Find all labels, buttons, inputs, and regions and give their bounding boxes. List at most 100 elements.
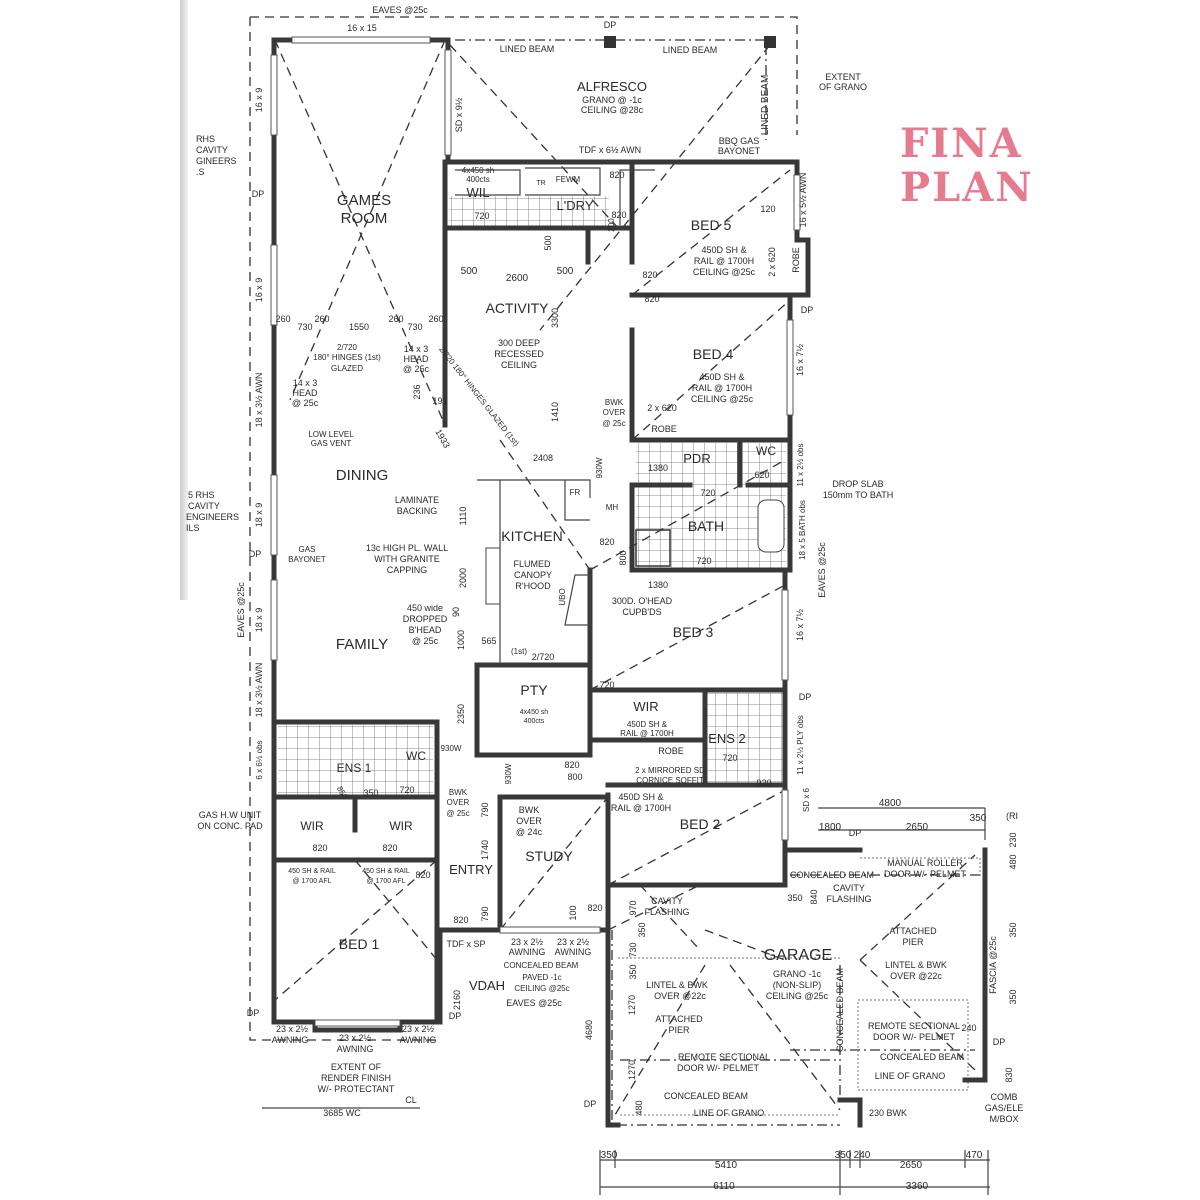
plan-annotation: 2408 — [533, 453, 553, 463]
plan-annotation: 820 — [415, 870, 430, 880]
plan-annotation: 150mm TO BATH — [823, 490, 894, 500]
plan-annotation: 500 — [461, 266, 478, 277]
plan-annotation: REMOTE SECTIONAL — [678, 1052, 770, 1062]
plan-annotation: @ 1700 AFL — [292, 878, 331, 885]
plan-annotation: 260 — [275, 314, 290, 324]
plan-annotation: 800 — [618, 550, 628, 565]
window-awning-front — [499, 926, 601, 934]
room-label: ROOM — [341, 210, 388, 227]
plan-annotation: CONCEALED BEAM — [880, 1052, 964, 1062]
plan-annotation: CONCEALED BEAM — [790, 870, 874, 880]
plan-annotation: 720 — [696, 556, 711, 566]
plan-annotation: 11 x 2½ obs — [796, 444, 805, 487]
plan-annotation: TDF x 6½ AWN — [579, 145, 641, 155]
window-bay-bed1 — [314, 1019, 401, 1027]
plan-annotation: EAVES @25c — [372, 5, 428, 15]
plan-annotation: ROBE — [658, 746, 684, 756]
plan-annotation: RAIL @ 1700H — [694, 256, 754, 266]
plan-annotation: OVER — [603, 408, 626, 417]
plan-annotation: 565 — [481, 636, 496, 646]
eaves-line — [249, 16, 798, 1041]
plan-annotation: 3300 — [550, 308, 560, 328]
plan-annotation: DP — [801, 305, 814, 315]
plan-annotation: CEILING @25c — [514, 984, 569, 993]
plan-annotation: DOOR W/- PELMET — [677, 1063, 760, 1073]
room-label: DINING — [336, 467, 389, 484]
plan-annotation: COMB — [991, 1092, 1018, 1102]
plan-annotation: 450D SH & — [701, 245, 746, 255]
plan-annotation: 820 — [611, 210, 626, 220]
plan-annotation: BWK — [605, 398, 624, 407]
plan-annotation: 5410 — [715, 1160, 738, 1171]
plan-annotation: 2 x 620 — [647, 403, 677, 413]
plan-annotation: @ 25c — [602, 419, 625, 428]
window-16x5-5 — [793, 174, 801, 231]
room-label: GARAGE — [764, 947, 832, 964]
plan-annotation: 820 — [564, 760, 579, 770]
plan-annotation: 720 — [722, 753, 737, 763]
plan-annotation: RHS — [196, 134, 215, 144]
plan-annotation: ATTACHED — [655, 1014, 703, 1024]
plan-annotation: 1740 — [480, 840, 490, 860]
plan-annotation: PIER — [902, 937, 924, 947]
plan-annotation: 1380 — [648, 463, 668, 473]
plan-annotation: 790 — [480, 906, 490, 921]
plan-annotation: AWNING — [555, 947, 592, 957]
plan-annotation: BAYONET — [718, 146, 761, 156]
plan-annotation: 23 x 2½ — [402, 1024, 435, 1034]
plan-annotation: 450 SH & RAIL — [362, 868, 410, 875]
plan-annotation: 480 — [634, 1100, 644, 1115]
room-label: BED 4 — [693, 346, 734, 362]
plan-annotation: 6 x 6½ obs — [255, 740, 264, 779]
plan-annotation: @ 24c — [516, 827, 543, 837]
dimension-lines — [262, 807, 990, 1195]
plan-annotation: (1st) — [511, 647, 527, 656]
plan-annotation: GRANO -1c — [773, 969, 822, 979]
plan-annotation: 830 — [1004, 1067, 1014, 1082]
plan-annotation: RAIL @ 1700H — [611, 803, 671, 813]
plan-annotation: CANOPY — [514, 570, 552, 580]
plan-annotation: CAVITY — [651, 896, 683, 906]
window-16x7-5-b — [781, 589, 789, 681]
room-label: WIR — [300, 819, 324, 833]
plan-annotation: 90 — [451, 607, 461, 617]
plan-annotation: CAVITY — [188, 501, 220, 511]
plan-annotation: BACKING — [397, 506, 438, 516]
window-16x7-5-a — [786, 319, 794, 416]
room-label: WC — [756, 444, 776, 458]
plan-annotation: 23 x 2½ — [557, 937, 590, 947]
plan-annotation: CEILING @25c — [693, 267, 756, 277]
plan-annotation: B'HEAD — [409, 625, 442, 635]
plan-annotation: 920 — [756, 778, 771, 788]
plan-annotation: 1110 — [458, 507, 468, 526]
plan-annotation: OF GRANO — [819, 82, 867, 92]
plan-annotation: BWK — [449, 788, 468, 797]
plan-annotation: 400cts — [524, 718, 545, 725]
plan-annotation: 18 x 9 — [254, 608, 264, 633]
plan-annotation: M/BOX — [989, 1114, 1018, 1124]
plan-annotation: 730 — [628, 942, 638, 957]
room-label: VDAH — [469, 978, 505, 993]
plan-annotation: 2/720 — [337, 343, 358, 352]
plan-annotation: DP — [584, 1099, 597, 1109]
plan-annotation: 820 — [382, 843, 397, 853]
plan-annotation: EAVES @25c — [817, 542, 827, 598]
plan-annotation: OVER @22c — [654, 991, 706, 1001]
walls — [271, 37, 988, 1128]
plan-annotation: 260 — [428, 314, 443, 324]
plan-annotation: PAVED -1c — [522, 973, 561, 982]
room-label: PDR — [683, 451, 710, 466]
plan-annotation: ENGINEERS — [186, 512, 239, 522]
plan-annotation: HEAD — [403, 354, 429, 364]
window-16x15 — [291, 36, 431, 44]
room-label: ENTRY — [449, 862, 493, 877]
room-label: KITCHEN — [501, 528, 562, 544]
plan-annotation: RENDER FINISH — [321, 1073, 391, 1083]
plan-annotation: 790 — [480, 802, 490, 817]
window-16x9-a — [270, 54, 278, 136]
plan-annotation: 2160 — [452, 990, 462, 1010]
plan-annotation: 5 RHS — [188, 490, 215, 500]
room-label: WIR — [633, 699, 658, 714]
plan-annotation: LINED BEAM — [500, 44, 555, 54]
plan-annotation: 18 x 3½ AWN — [254, 373, 264, 428]
